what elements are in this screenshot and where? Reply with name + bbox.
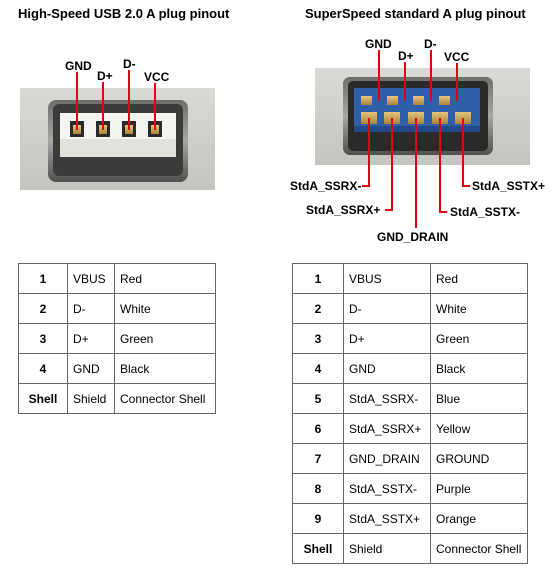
usb3-label-dminus: D-: [424, 37, 437, 51]
table-row: 5 StdA_SSRX- Blue: [292, 383, 528, 414]
pin-signal: D-: [67, 293, 115, 324]
pin-number: 8: [292, 473, 344, 504]
pin-wire-color: Connector Shell: [430, 533, 528, 564]
table-row: 2 D- White: [292, 293, 528, 324]
usb3-label-ssrx-minus: StdA_SSRX-: [290, 179, 361, 193]
table-row: 2 D- White: [18, 293, 216, 324]
pin-signal: D-: [343, 293, 431, 324]
pin-number: 3: [18, 323, 68, 354]
pin-signal: GND: [343, 353, 431, 384]
usb3-label-gnd: GND: [365, 37, 392, 51]
pin-number: 7: [292, 443, 344, 474]
table-row: 1 VBUS Red: [292, 263, 528, 294]
usb2-label-dplus: D+: [97, 69, 113, 83]
pin-wire-color: GROUND: [430, 443, 528, 474]
usb2-connector-photo: [20, 88, 215, 190]
usb3-connector-photo: [315, 68, 530, 165]
table-row: 3 D+ Green: [18, 323, 216, 354]
pin-wire-color: Green: [114, 323, 216, 354]
pin-number: Shell: [292, 533, 344, 564]
table-row: 1 VBUS Red: [18, 263, 216, 294]
pin-number: 2: [292, 293, 344, 324]
pin-number: 6: [292, 413, 344, 444]
pin-wire-color: Purple: [430, 473, 528, 504]
usb2-title: High-Speed USB 2.0 A plug pinout: [18, 6, 230, 21]
pin-signal: StdA_SSTX+: [343, 503, 431, 534]
pin-number: 3: [292, 323, 344, 354]
usb2-pinout-table: 1 VBUS Red 2 D- White 3 D+ Green 4 GND B…: [18, 263, 216, 414]
table-row: 3 D+ Green: [292, 323, 528, 354]
usb3-pinout-table: 1 VBUS Red 2 D- White 3 D+ Green 4 GND B…: [292, 263, 528, 564]
pin-signal: StdA_SSTX-: [343, 473, 431, 504]
usb3-label-sstx-minus: StdA_SSTX-: [450, 205, 520, 219]
usb2-leader-lines: [76, 70, 156, 130]
table-row: 8 StdA_SSTX- Purple: [292, 473, 528, 504]
pin-signal: D+: [343, 323, 431, 354]
table-row: 6 StdA_SSRX+ Yellow: [292, 413, 528, 444]
usb2-label-gnd: GND: [65, 59, 92, 73]
pin-signal: D+: [67, 323, 115, 354]
pin-signal: StdA_SSRX-: [343, 383, 431, 414]
usb3-label-ssrx-plus: StdA_SSRX+: [306, 203, 380, 217]
usb3-leader-lines: [362, 50, 470, 228]
pin-wire-color: Orange: [430, 503, 528, 534]
pin-wire-color: Black: [430, 353, 528, 384]
table-row: 7 GND_DRAIN GROUND: [292, 443, 528, 474]
table-row: Shell Shield Connector Shell: [18, 383, 216, 414]
usb2-label-dminus: D-: [123, 57, 136, 71]
pin-number: 4: [18, 353, 68, 384]
table-row: 9 StdA_SSTX+ Orange: [292, 503, 528, 534]
pin-number: Shell: [18, 383, 68, 414]
usb3-label-dplus: D+: [398, 49, 414, 63]
pin-number: 1: [292, 263, 344, 294]
pin-signal: GND_DRAIN: [343, 443, 431, 474]
pin-wire-color: White: [114, 293, 216, 324]
pin-wire-color: Connector Shell: [114, 383, 216, 414]
pinout-photos: GND D+ D- VCC GND D+ D- VCC StdA_SSRX- S…: [20, 37, 545, 244]
pin-number: 4: [292, 353, 344, 384]
usb3-label-gnd-drain: GND_DRAIN: [377, 230, 448, 244]
pin-wire-color: Yellow: [430, 413, 528, 444]
pin-wire-color: Blue: [430, 383, 528, 414]
pin-wire-color: White: [430, 293, 528, 324]
pin-signal: GND: [67, 353, 115, 384]
pin-number: 5: [292, 383, 344, 414]
usb2-label-vcc: VCC: [144, 70, 170, 84]
pin-wire-color: Red: [114, 263, 216, 294]
table-row: Shell Shield Connector Shell: [292, 533, 528, 564]
pin-number: 1: [18, 263, 68, 294]
pin-number: 9: [292, 503, 344, 534]
pin-wire-color: Red: [430, 263, 528, 294]
usb3-label-sstx-plus: StdA_SSTX+: [472, 179, 545, 193]
pin-number: 2: [18, 293, 68, 324]
usb3-label-vcc: VCC: [444, 50, 470, 64]
pin-signal: Shield: [67, 383, 115, 414]
pin-wire-color: Black: [114, 353, 216, 384]
pin-signal: Shield: [343, 533, 431, 564]
pin-wire-color: Green: [430, 323, 528, 354]
table-row: 4 GND Black: [18, 353, 216, 384]
pin-signal: StdA_SSRX+: [343, 413, 431, 444]
usb3-title: SuperSpeed standard A plug pinout: [305, 6, 526, 21]
pin-signal: VBUS: [343, 263, 431, 294]
table-row: 4 GND Black: [292, 353, 528, 384]
pin-signal: VBUS: [67, 263, 115, 294]
